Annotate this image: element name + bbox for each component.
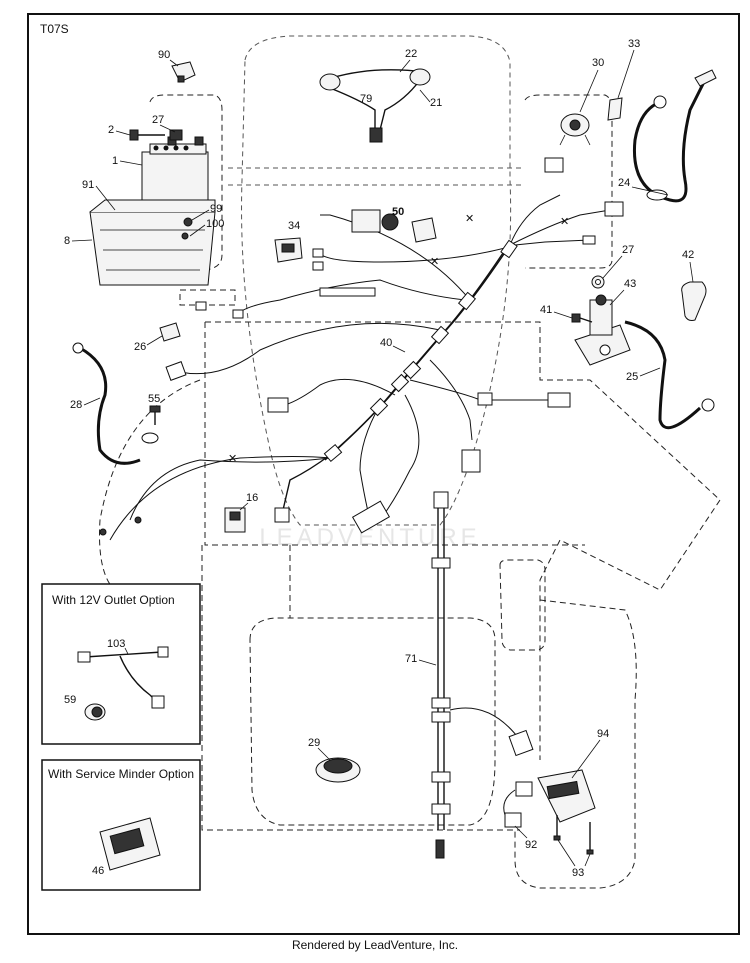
outlet-59	[84, 703, 106, 721]
relay-50	[351, 209, 437, 243]
diagram-border	[27, 13, 740, 935]
battery-bolt	[129, 129, 183, 141]
battery-cable-25	[624, 320, 715, 430]
callout-99: 99	[210, 203, 222, 215]
fuse-26	[159, 322, 181, 342]
seat-switch-29	[315, 757, 361, 783]
service-minder-46	[99, 817, 161, 871]
callout-46: 46	[92, 865, 104, 877]
bolt-41	[571, 313, 593, 323]
tractor-outline	[99, 35, 721, 889]
inset-12v-title: With 12V Outlet Option	[52, 593, 175, 607]
callout-92: 92	[525, 839, 537, 851]
svg-text:✕: ✕	[228, 453, 237, 465]
callout-34: 34	[288, 220, 300, 232]
callouts: 90 22 79 21 30 33 27 2 1 91 99 100 8 24 …	[64, 38, 694, 879]
callout-29: 29	[308, 737, 320, 749]
callout-93: 93	[572, 867, 584, 879]
callout-42: 42	[682, 249, 694, 261]
callout-103: 103	[107, 638, 125, 650]
headlight-assembly	[319, 68, 431, 143]
callout-79: 79	[360, 93, 372, 105]
callout-27-top: 27	[152, 114, 164, 126]
callout-71: 71	[405, 653, 417, 665]
callout-90: 90	[158, 49, 170, 61]
svg-text:✕: ✕	[465, 213, 474, 225]
pto-switch-34	[274, 237, 303, 263]
diagram-code: T07S	[40, 22, 69, 36]
switch-16	[224, 507, 246, 533]
callout-25: 25	[626, 371, 638, 383]
callout-21: 21	[430, 97, 442, 109]
footer-credit: Rendered by LeadVenture, Inc.	[291, 938, 459, 952]
ground-cable-28	[72, 342, 159, 465]
callout-8: 8	[64, 235, 70, 247]
boot-42	[681, 281, 707, 321]
screws-93	[553, 815, 594, 855]
svg-text:✕: ✕	[430, 256, 439, 268]
callout-1: 1	[112, 155, 118, 167]
battery	[141, 136, 209, 201]
battery-tray	[89, 199, 216, 286]
solenoid-43	[574, 294, 631, 366]
callout-40: 40	[380, 337, 392, 349]
callout-30: 30	[592, 57, 604, 69]
callout-22: 22	[405, 48, 417, 60]
harness-71	[431, 491, 534, 859]
callout-91: 91	[82, 179, 94, 191]
callout-28: 28	[70, 399, 82, 411]
callout-100: 100	[206, 218, 224, 230]
module-94	[537, 769, 596, 823]
connector-92	[503, 781, 533, 828]
callout-2: 2	[108, 124, 114, 136]
callout-41: 41	[540, 304, 552, 316]
callout-27-right: 27	[622, 244, 634, 256]
inset-service-minder: With Service Minder Option 46	[41, 759, 201, 891]
callout-59: 59	[64, 694, 76, 706]
callout-55: 55	[148, 393, 160, 405]
battery-cable-24	[632, 69, 717, 203]
callout-43: 43	[624, 278, 636, 290]
screw-55	[149, 405, 161, 425]
callout-26: 26	[134, 341, 146, 353]
callout-33: 33	[628, 38, 640, 50]
callout-16: 16	[246, 492, 258, 504]
callout-50: 50	[392, 206, 404, 218]
nut-27	[591, 275, 605, 289]
ignition-switch	[559, 113, 591, 146]
plug-90	[171, 61, 196, 83]
callout-94: 94	[597, 728, 609, 740]
callout-24: 24	[618, 177, 630, 189]
inset-service-title: With Service Minder Option	[48, 767, 194, 781]
ignition-key	[607, 97, 623, 121]
main-harness: ✕ ✕ ✕ ✕	[99, 157, 624, 541]
svg-text:✕: ✕	[560, 216, 569, 228]
inset-12v-outlet: With 12V Outlet Option 103 59	[41, 583, 201, 745]
